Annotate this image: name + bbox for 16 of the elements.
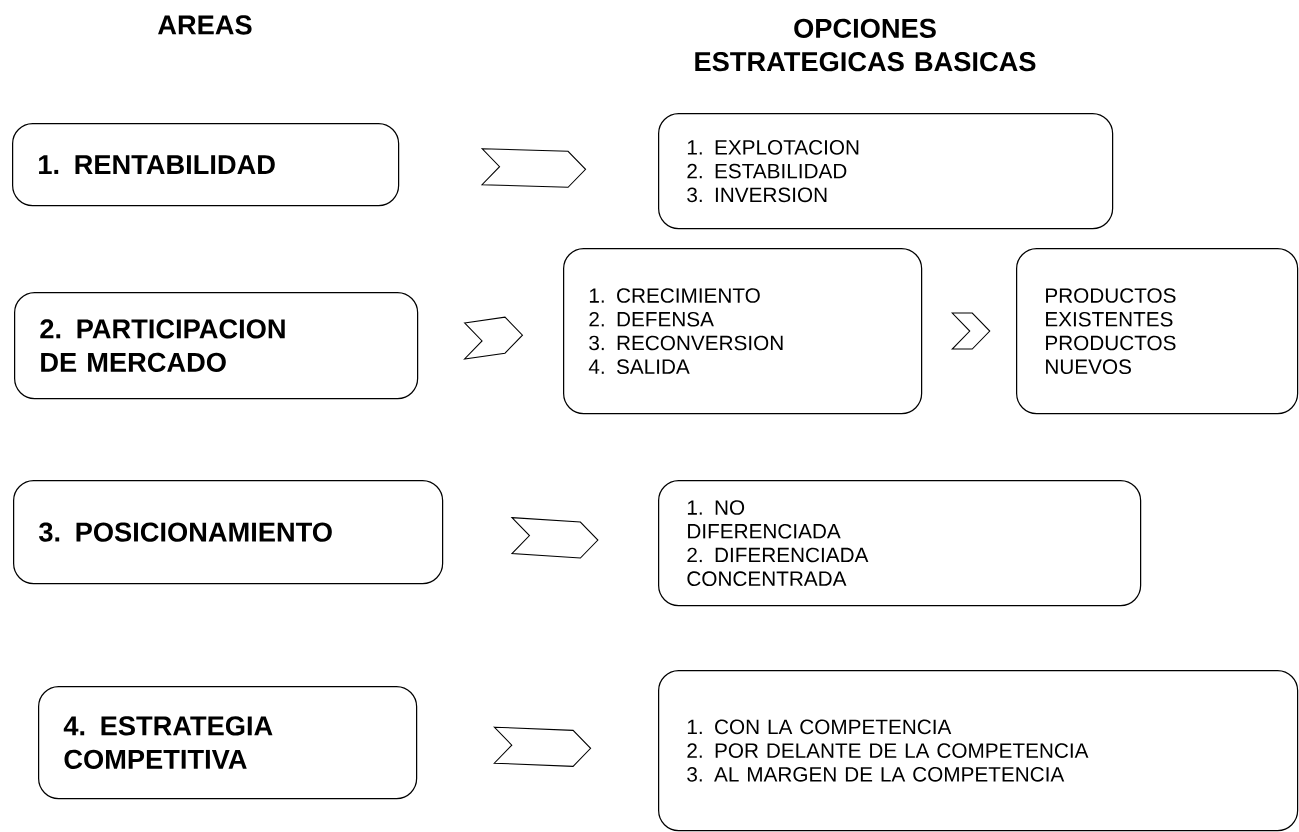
chevron-arrow bbox=[493, 726, 592, 767]
rounded-box: 4. ESTRATEGIA COMPETITIVA bbox=[38, 686, 418, 800]
chevron-arrow bbox=[463, 316, 524, 360]
rounded-box: 2. PARTICIPACION DE MERCADO bbox=[14, 292, 419, 400]
rounded-box: 3. POSICIONAMIENTO bbox=[13, 480, 444, 585]
column-heading: AREAS bbox=[158, 15, 252, 35]
rounded-box: PRODUCTOS EXISTENTES PRODUCTOS NUEVOS bbox=[1016, 248, 1299, 415]
rounded-box: 1. RENTABILIDAD bbox=[12, 123, 400, 207]
rounded-box: 1. CRECIMIENTO 2. DEFENSA 3. RECONVERSION 4. SALIDA bbox=[563, 248, 923, 415]
column-heading: OPCIONES ESTRATEGICAS BASICAS bbox=[695, 18, 1036, 72]
rounded-box: 1. NO DIFERENCIADA 2. DIFERENCIADA CONCENTRADA bbox=[658, 480, 1142, 607]
rounded-box: 1. CON LA COMPETENCIA 2. POR DELANTE DE LA COMPETENCIA 3. AL MARGEN DE LA COMPETENCIA bbox=[658, 670, 1299, 832]
chevron-arrow bbox=[510, 517, 599, 559]
chevron-arrow bbox=[951, 312, 991, 350]
rounded-box: 1. EXPLOTACION 2. ESTABILIDAD 3. INVERSION bbox=[658, 113, 1114, 230]
chevron-arrow bbox=[480, 148, 587, 188]
